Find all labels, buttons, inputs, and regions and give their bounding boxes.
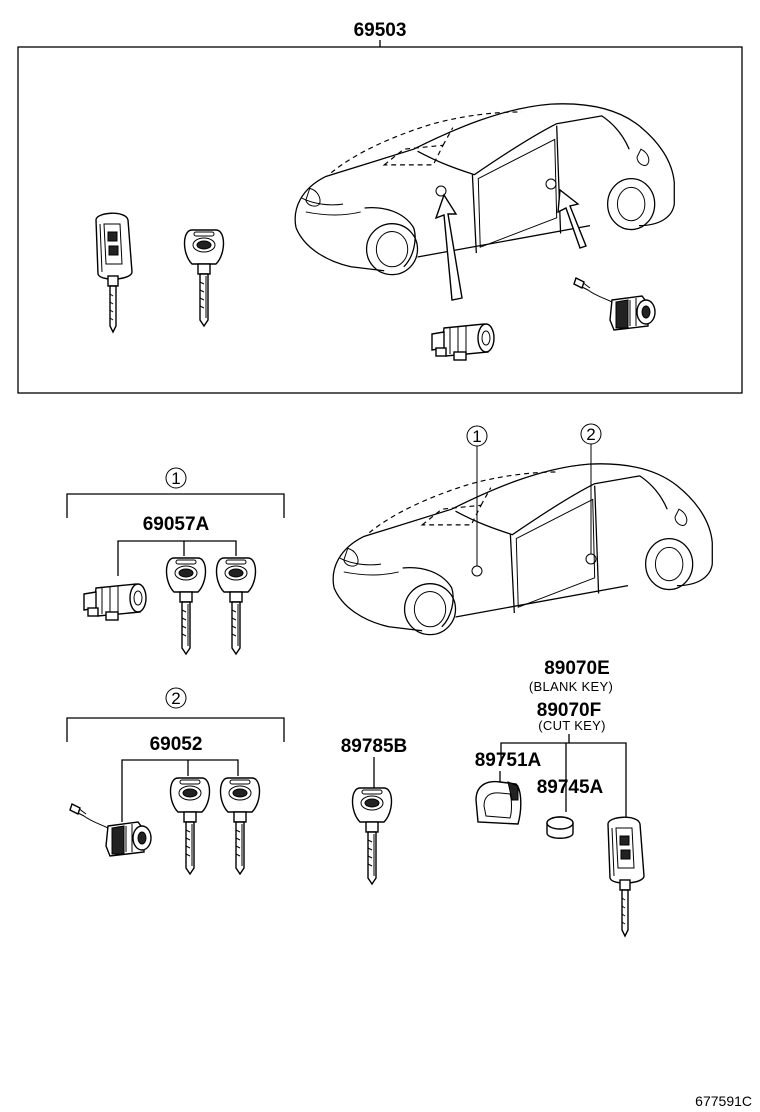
group-1-key-1-illustration: [165, 557, 207, 655]
assembly-door-cylinder-illustration: [573, 277, 656, 331]
assembly-box: [17, 46, 743, 394]
remote-key-leader: [500, 734, 627, 818]
remote-blank-part-number: 89070E: [544, 658, 610, 679]
car-callout-2-point: [585, 553, 597, 565]
battery-illustration: [546, 816, 574, 839]
group-2-key-1-illustration: [169, 777, 211, 875]
group-2-door-cylinder-illustration: [69, 803, 152, 857]
assembly-key-illustration: [183, 229, 225, 327]
assembly-remote-key-illustration: [95, 212, 133, 333]
car-callout-2-label: 2: [586, 425, 595, 444]
key-case-part-number: 89751A: [475, 750, 542, 771]
key-blank-illustration: [351, 787, 393, 885]
group-2-part-number: 69052: [150, 734, 203, 755]
car-callout-1-point: [471, 565, 483, 577]
callout-1-label: 1: [171, 469, 180, 488]
group-1-leader: [117, 540, 237, 576]
assembly-arrows: [434, 178, 587, 301]
key-blank-part-number: 89785B: [341, 736, 408, 757]
callout-2-circle: [165, 687, 187, 709]
group-2-bracket: [66, 717, 285, 742]
remote-cut-note: (CUT KEY): [538, 718, 605, 733]
assembly-part-number: 69503: [354, 20, 407, 41]
assembly-car-illustration: [294, 103, 675, 276]
locations-car-illustration: [332, 463, 713, 636]
group-1-cylinder-illustration: [83, 583, 147, 621]
car-callout-1-label: 1: [472, 427, 481, 446]
assembly-ignition-cylinder-illustration: [431, 323, 495, 361]
remote-key-illustration: [607, 816, 645, 937]
callout-2-label: 2: [171, 689, 180, 708]
battery-part-number: 89745A: [537, 777, 604, 798]
figure-code: 677591C: [695, 1093, 752, 1109]
group-2-key-2-illustration: [219, 777, 261, 875]
group-1-bracket: [66, 493, 285, 518]
callout-1-circle: [165, 467, 187, 489]
group-1-key-2-illustration: [215, 557, 257, 655]
key-case-illustration: [475, 780, 522, 825]
remote-blank-note: (BLANK KEY): [529, 679, 613, 694]
group-2-leader: [121, 759, 239, 822]
remote-cut-part-number: 89070F: [537, 700, 601, 721]
group-1-part-number: 69057A: [143, 514, 210, 535]
